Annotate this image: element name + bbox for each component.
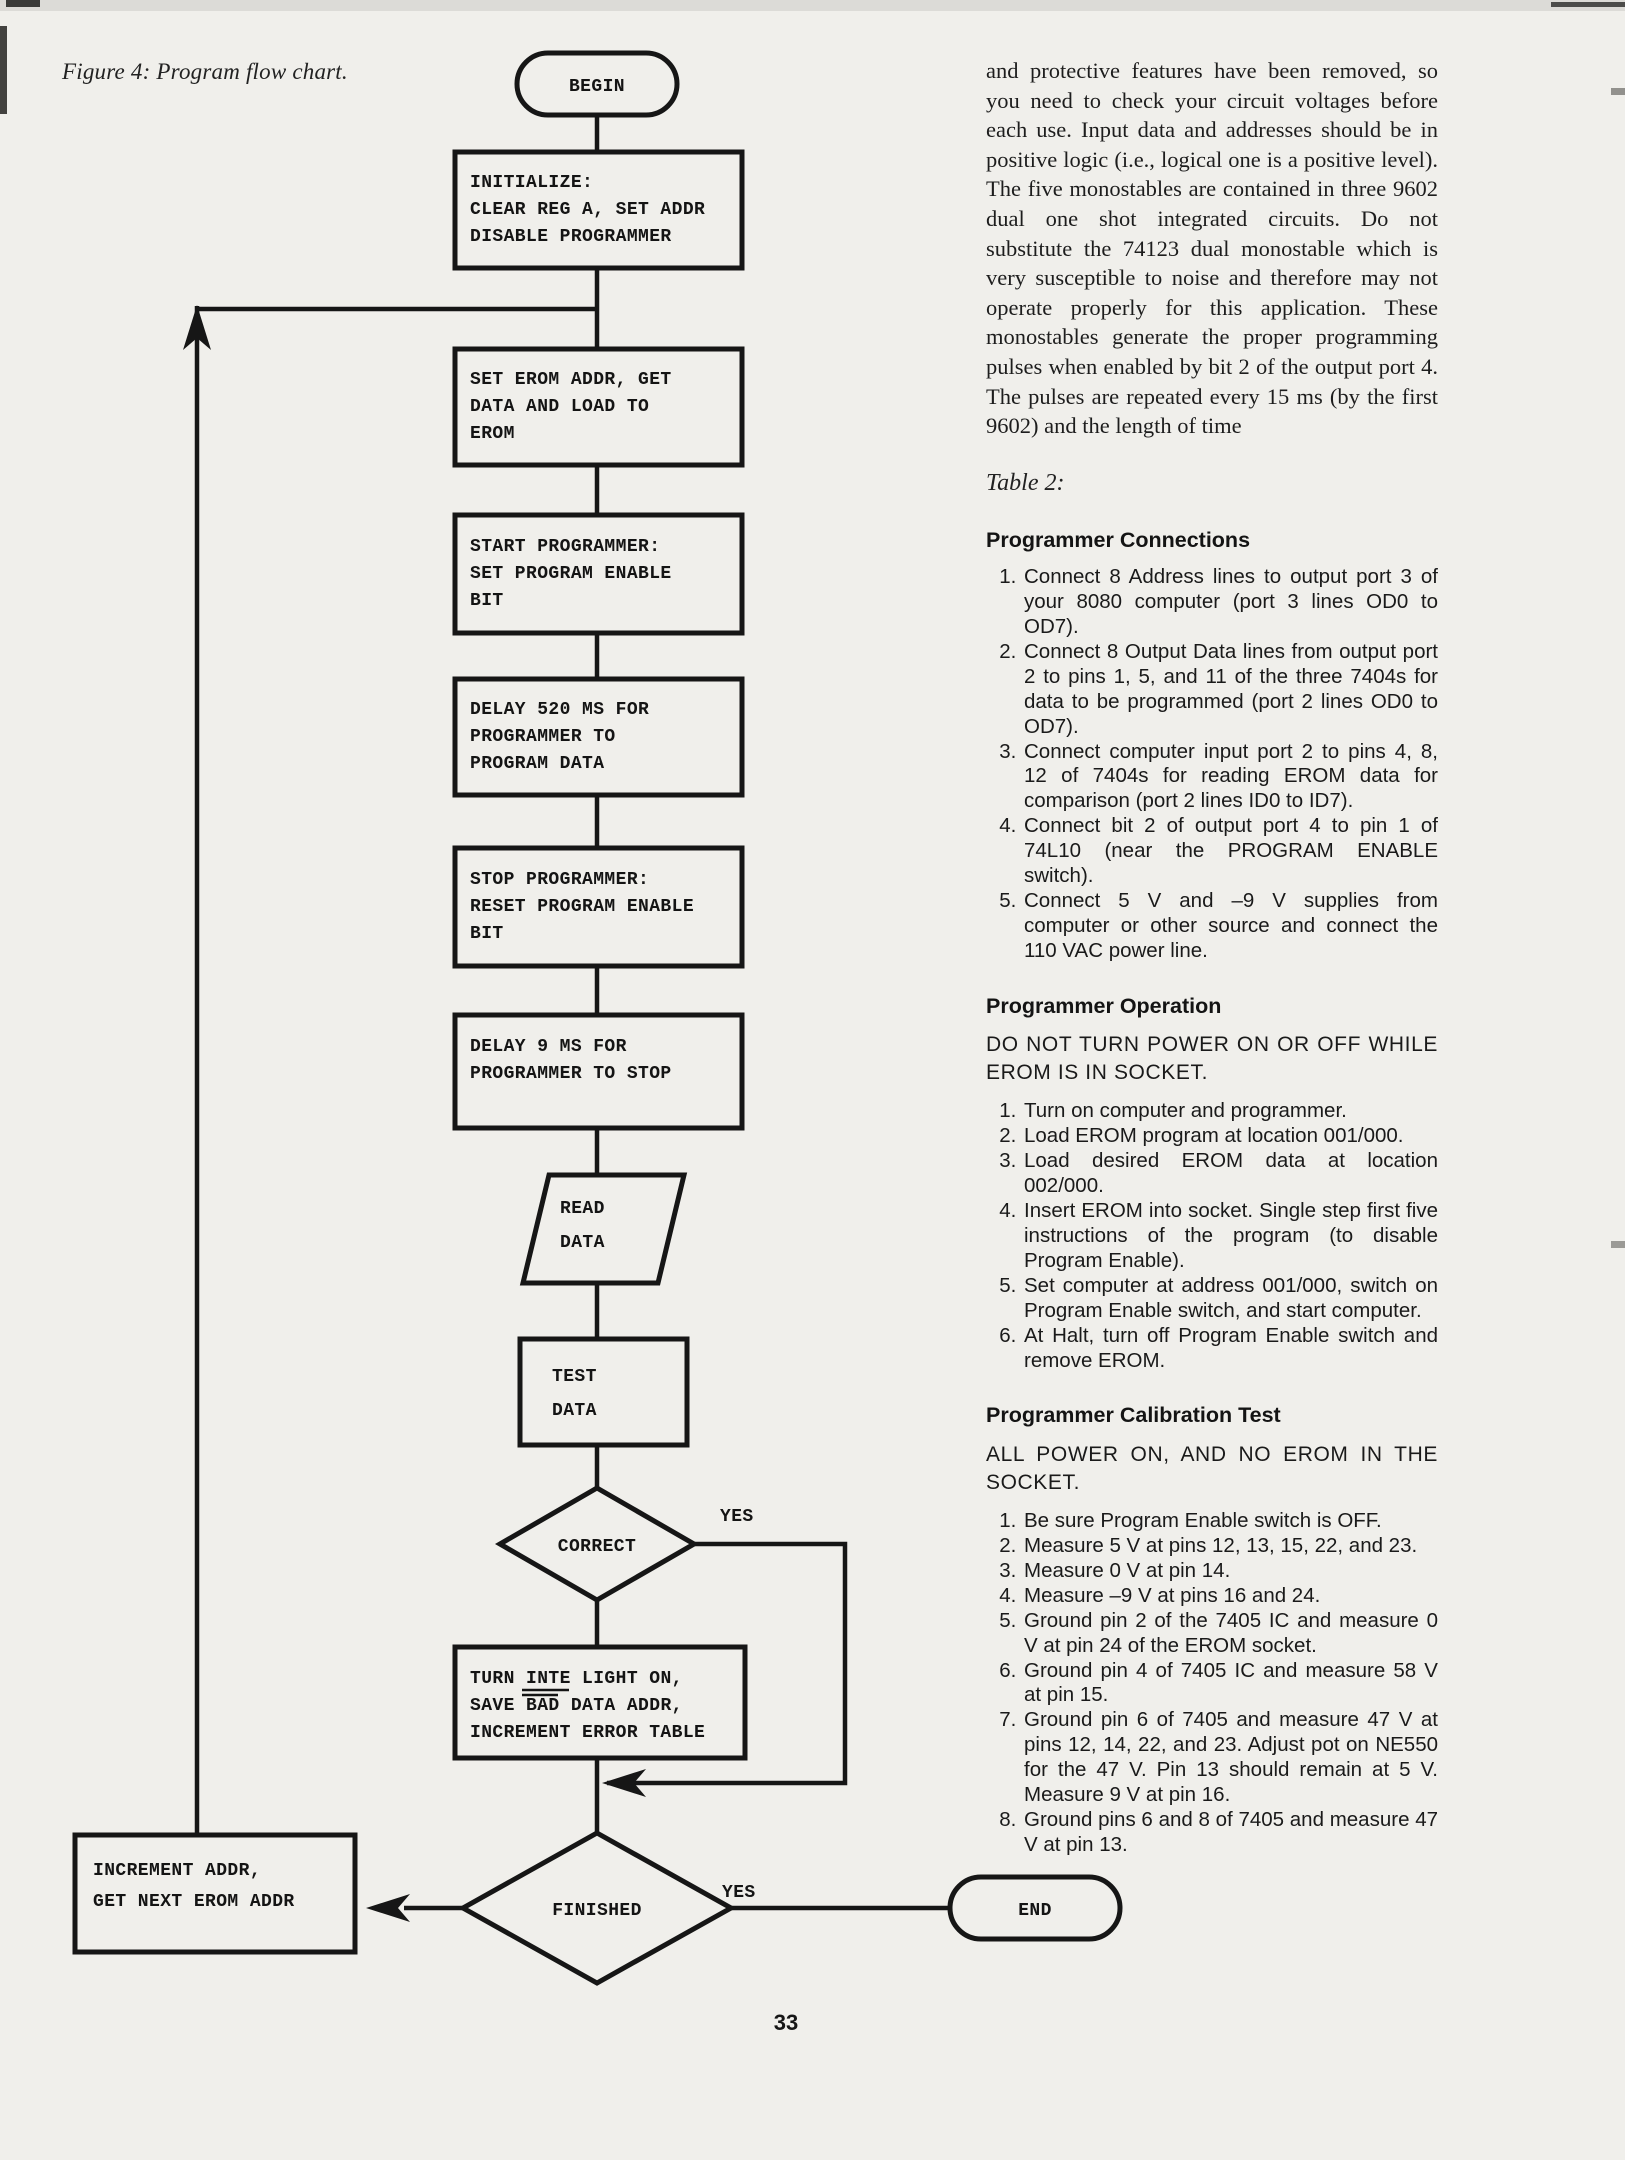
stop-programmer-line: RESET PROGRAM ENABLE [470,897,694,917]
initialize-line: DISABLE PROGRAMMER [470,227,672,247]
stop-programmer-line: BIT [470,924,504,944]
initialize-line: INITIALIZE: [470,173,593,193]
turn-light-line: INCREMENT ERROR TABLE [470,1723,705,1743]
start-programmer-line: SET PROGRAM ENABLE [470,564,672,584]
start-programmer-line: START PROGRAMMER: [470,537,660,557]
stop-programmer-box [452,845,745,969]
correct-label: CORRECT [558,1537,636,1557]
correct-diamond [494,1485,700,1603]
bad-overlined: BAD [526,1696,560,1716]
begin-terminator [514,50,680,118]
calibration-warning: ALL POWER ON, AND NO EROM IN THE SOCKET. [986,1443,1438,1495]
end-label: END [1018,1901,1052,1921]
yes-label: YES [722,1883,756,1903]
list-item: Connect 8 Output Data lines from output … [1022,640,1438,740]
read-data-parallelogram [519,1172,688,1286]
connections-list: Connect 8 Address lines to output port 3… [986,565,1438,964]
delay-9-line: PROGRAMMER TO STOP [470,1064,672,1084]
operation-warning: DO NOT TURN POWER ON OR OFF WHILE EROM I… [986,1033,1438,1085]
scan-artifact-dash [1611,1241,1625,1248]
list-item: Connect computer input port 2 to pins 4,… [1022,740,1438,815]
table2-title: Table 2: [986,469,1065,496]
delay-9-line: DELAY 9 MS FOR [470,1037,627,1057]
list-item: Connect bit 2 of output port 4 to pin 1 … [1022,814,1438,889]
set-erom-line: DATA AND LOAD TO [470,397,649,417]
scan-artifact-line [1551,2,1625,7]
section-heading-calibration: Programmer Calibration Test [986,1403,1281,1428]
scan-artifact-dash [1611,88,1625,95]
begin-label: BEGIN [569,77,625,97]
turn-light-box [452,1644,748,1761]
calibration-list: Be sure Program Enable switch is OFF.Mea… [986,1509,1438,1858]
test-data-box [517,1336,690,1448]
list-item: Measure 5 V at pins 12, 13, 15, 22, and … [1022,1534,1438,1559]
inte-underlined: INTE [526,1669,571,1689]
list-item: Measure –9 V at pins 16 and 24. [1022,1584,1438,1609]
list-item: Measure 0 V at pin 14. [1022,1559,1438,1584]
delay-520-line: PROGRAMMER TO [470,727,616,747]
list-item: Insert EROM into socket. Single step fir… [1022,1199,1438,1274]
increment-addr-box [72,1832,358,1955]
scan-artifact-strip [0,26,7,114]
list-item: Ground pin 2 of the 7405 IC and measure … [1022,1609,1438,1659]
list-item: Ground pin 6 of 7405 and measure 47 V at… [1022,1708,1438,1808]
start-programmer-box [452,512,745,636]
set-erom-line: SET EROM ADDR, GET [470,370,672,390]
scan-artifact-smudge [6,0,40,7]
list-item: Set computer at address 001/000, switch … [1022,1274,1438,1324]
article-column: and protective features have been remove… [986,56,1438,1858]
start-programmer-line: BIT [470,591,504,611]
finished-label: FINISHED [552,1901,642,1921]
read-data-line: READ [560,1199,605,1219]
yes-branch-line [607,1541,848,1786]
initialize-line: CLEAR REG A, SET ADDR [470,200,705,220]
list-item: Connect 5 V and –9 V supplies from compu… [1022,889,1438,964]
delay-520-line: PROGRAM DATA [470,754,604,774]
turn-light-line: SAVE BAD DATA ADDR, [470,1696,683,1716]
arrow-up-icon [183,305,211,350]
delay-520-box [452,676,745,798]
section-heading-connections: Programmer Connections [986,527,1251,552]
yes-label: YES [720,1507,754,1527]
list-item: At Halt, turn off Program Enable switch … [1022,1324,1438,1374]
article-paragraph: and protective features have been remove… [986,58,1438,439]
arrow-left-icon [366,1894,410,1922]
turn-light-line: TURN INTE LIGHT ON, [470,1669,683,1689]
delay-520-line: DELAY 520 MS FOR [470,700,649,720]
list-item: Connect 8 Address lines to output port 3… [1022,565,1438,640]
section-heading-operation: Programmer Operation [986,993,1222,1018]
page-number: 33 [773,2010,799,2035]
list-item: Load EROM program at location 001/000. [1022,1124,1438,1149]
end-terminator [947,1874,1123,1942]
list-item: Turn on computer and programmer. [1022,1099,1438,1124]
test-data-line: DATA [552,1401,597,1421]
list-item: Be sure Program Enable switch is OFF. [1022,1509,1438,1534]
stop-programmer-line: STOP PROGRAMMER: [470,870,649,890]
test-data-line: TEST [552,1367,597,1387]
delay-9-box [452,1012,745,1131]
read-data-line: DATA [560,1233,605,1253]
list-item: Load desired EROM data at location 002/0… [1022,1149,1438,1199]
finished-diamond [457,1830,737,1986]
initialize-box [452,149,745,271]
list-item: Ground pin 4 of 7405 IC and measure 58 V… [1022,1659,1438,1709]
set-erom-box [452,346,745,468]
increment-addr-line: INCREMENT ADDR, [93,1861,261,1881]
set-erom-line: EROM [470,424,515,444]
scan-artifact-top-band [0,0,1625,11]
increment-addr-line: GET NEXT EROM ADDR [93,1892,295,1912]
arrow-left-icon [602,1769,646,1797]
operation-list: Turn on computer and programmer.Load ERO… [986,1099,1438,1373]
list-item: Ground pins 6 and 8 of 7405 and measure … [1022,1808,1438,1858]
figure-caption: Figure 4: Program flow chart. [62,59,348,84]
